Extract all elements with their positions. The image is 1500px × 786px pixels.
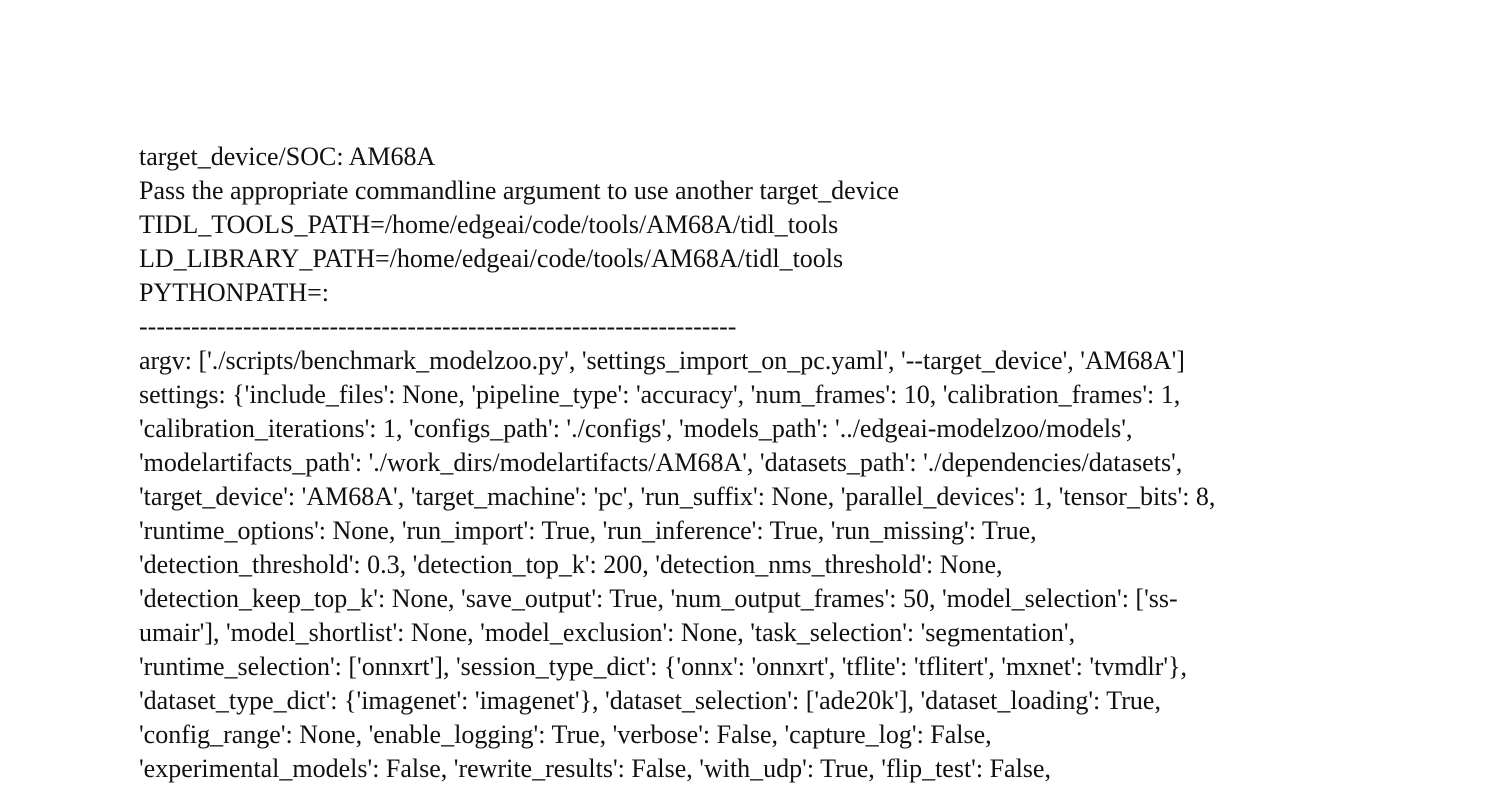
settings-line: 'experimental_models': False, 'rewrite_r… [139, 754, 1051, 783]
settings-line: 'runtime_options': None, 'run_import': T… [139, 516, 1037, 545]
argv-line: argv: ['./scripts/benchmark_modelzoo.py'… [139, 346, 1185, 375]
settings-line: 'calibration_iterations': 1, 'configs_pa… [139, 414, 1133, 443]
ld-library-path-line: LD_LIBRARY_PATH=/home/edgeai/code/tools/… [139, 244, 844, 273]
settings-line: umair'], 'model_shortlist': None, 'model… [139, 618, 1076, 647]
settings-line: 'detection_threshold': 0.3, 'detection_t… [139, 550, 1003, 579]
settings-line: 'modelartifacts_path': './work_dirs/mode… [139, 448, 1183, 477]
tidl-tools-path-line: TIDL_TOOLS_PATH=/home/edgeai/code/tools/… [139, 210, 839, 239]
pythonpath-line: PYTHONPATH=: [139, 278, 329, 307]
log-output: target_device/SOC: AM68A Pass the approp… [139, 140, 1439, 786]
separator-line: ----------------------------------------… [139, 312, 737, 341]
settings-line: 'config_range': None, 'enable_logging': … [139, 720, 992, 749]
settings-line: 'runtime_selection': ['onnxrt'], 'sessio… [139, 652, 1188, 681]
settings-line: 'target_device': 'AM68A', 'target_machin… [139, 482, 1216, 511]
commandline-hint-line: Pass the appropriate commandline argumen… [139, 176, 900, 205]
settings-line: 'detection_keep_top_k': None, 'save_outp… [139, 584, 1178, 613]
settings-line: 'dataset_type_dict': {'imagenet': 'image… [139, 686, 1161, 715]
settings-line: settings: {'include_files': None, 'pipel… [139, 380, 1181, 409]
target-device-line: target_device/SOC: AM68A [139, 142, 436, 171]
